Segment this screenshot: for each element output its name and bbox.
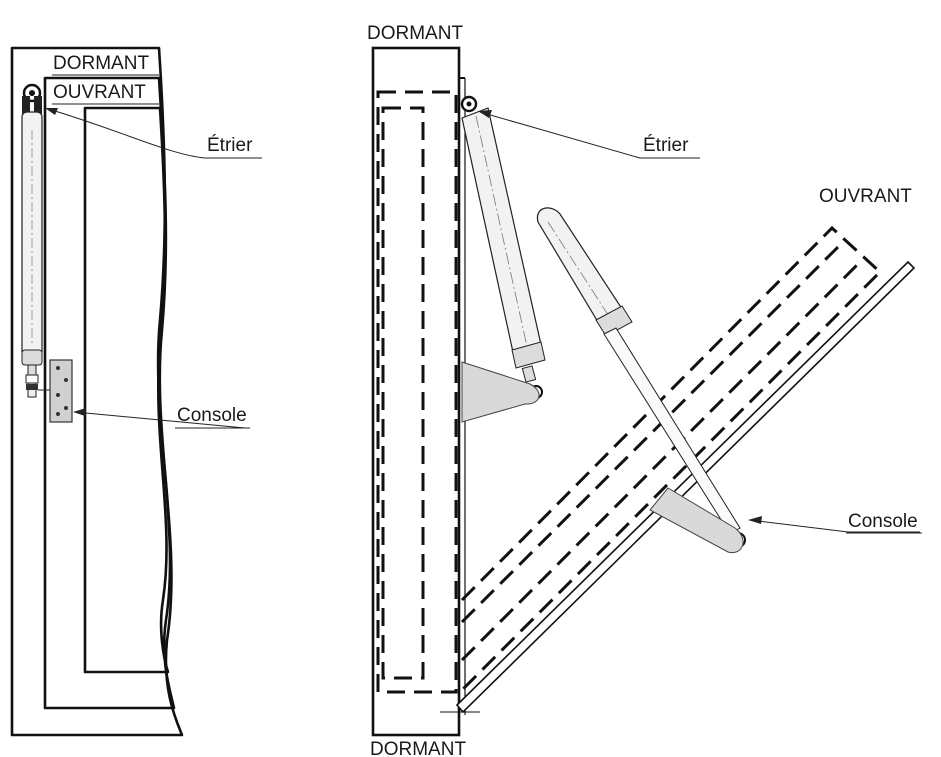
right-view-open-window: DORMANT DORMANT Étrier OUVRANT Console — [367, 23, 922, 757]
right-ouvrant-dashed-inner — [460, 260, 862, 662]
left-actuator — [21, 83, 43, 398]
left-ouvrant-label: OUVRANT — [53, 82, 146, 103]
left-console-leader — [74, 411, 246, 429]
right-dormant-bottom-label: DORMANT — [370, 739, 466, 757]
right-lower-console — [649, 487, 744, 554]
left-glass-outline — [83, 106, 170, 674]
left-console-plate — [38, 359, 73, 423]
left-console-label: Console — [177, 405, 247, 426]
right-console-leader — [749, 519, 920, 533]
right-dormant-top-label: DORMANT — [367, 23, 463, 44]
right-ouvrant-label: OUVRANT — [819, 186, 912, 207]
right-ouvrant-dashed-outer — [460, 225, 883, 692]
right-top-console — [461, 361, 540, 423]
left-view-closed-window: DORMANT OUVRANT Étrier Console — [10, 46, 262, 737]
right-sash-closed-dashed-inner — [381, 106, 425, 680]
right-top-actuator — [460, 95, 546, 399]
right-console-label: Console — [848, 511, 918, 532]
left-etrier-leader — [44, 107, 262, 159]
left-dormant-label: DORMANT — [53, 53, 149, 74]
right-ouvrant-sash-edge — [455, 260, 916, 714]
left-etrier-label: Étrier — [207, 135, 253, 156]
right-dormant-frame — [371, 46, 461, 737]
right-lower-actuator — [536, 207, 746, 548]
right-etrier-label: Étrier — [643, 135, 689, 156]
right-sash-closed-dashed-outer — [376, 90, 458, 694]
